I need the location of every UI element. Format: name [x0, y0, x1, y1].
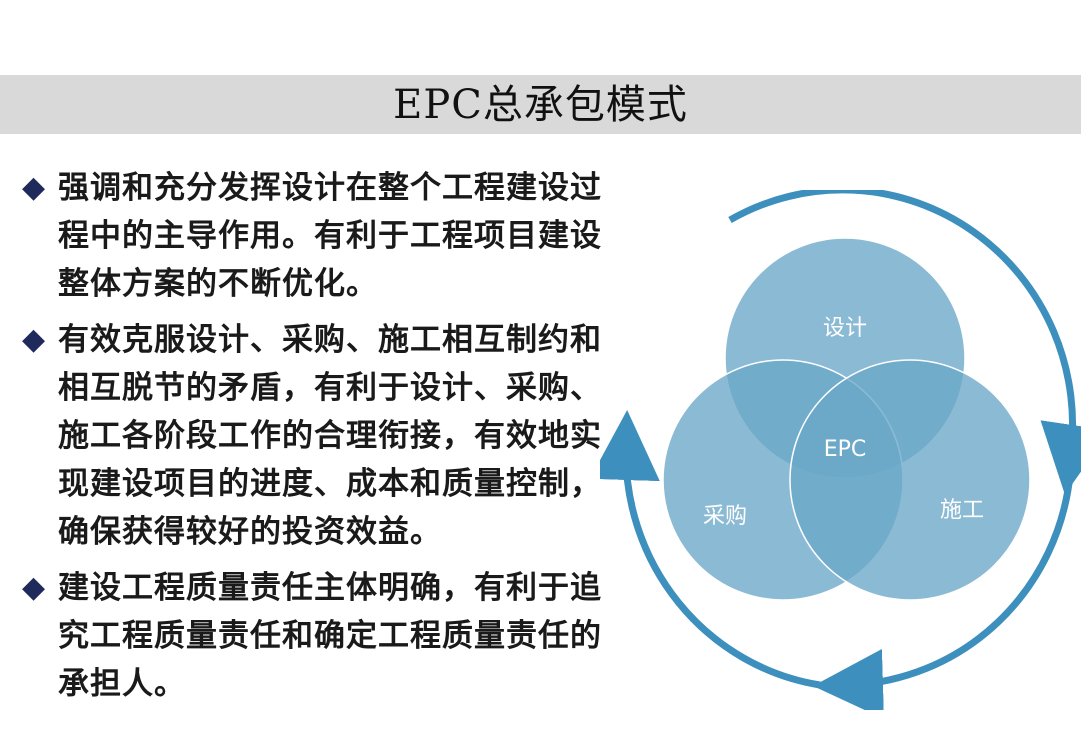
diamond-bullet-icon: ◆ — [22, 570, 46, 605]
construction-circle — [789, 359, 1031, 601]
diamond-bullet-icon: ◆ — [22, 322, 46, 357]
bullet-list: ◆ 强调和充分发挥设计在整个工程建设过程中的主导作用。有利于工程项目建设整体方案… — [22, 164, 624, 716]
epc-center-label: EPC — [824, 437, 867, 462]
cycle-arrow-left-icon — [589, 410, 821, 689]
cycle-arrow-right-icon — [728, 186, 1081, 495]
bullet-item: ◆ 强调和充分发挥设计在整个工程建设过程中的主导作用。有利于工程项目建设整体方案… — [22, 164, 624, 308]
slide-title: EPC总承包模式 — [393, 82, 688, 128]
title-band — [0, 75, 1081, 134]
bullet-text: 建设工程质量责任主体明确，有利于追究工程质量责任和确定工程质量责任的承担人。 — [58, 570, 602, 702]
bullet-item: ◆ 有效克服设计、采购、施工相互制约和相互脱节的矛盾，有利于设计、采购、施工各阶… — [22, 316, 624, 556]
procurement-label: 采购 — [703, 504, 747, 529]
epc-venn-diagram: 设计 采购 施工 EPC — [589, 186, 1081, 719]
construction-label: 施工 — [940, 498, 984, 523]
bullet-text: 强调和充分发挥设计在整个工程建设过程中的主导作用。有利于工程项目建设整体方案的不… — [58, 170, 602, 302]
diamond-bullet-icon: ◆ — [22, 170, 46, 205]
bullet-text: 有效克服设计、采购、施工相互制约和相互脱节的矛盾，有利于设计、采购、施工各阶段工… — [58, 322, 602, 550]
cycle-arrow-bottom-icon — [813, 474, 1074, 719]
bullet-item: ◆ 建设工程质量责任主体明确，有利于追究工程质量责任和确定工程质量责任的承担人。 — [22, 564, 624, 708]
design-label: 设计 — [823, 316, 867, 341]
epc-venn-svg: 设计 采购 施工 EPC — [589, 186, 1081, 719]
